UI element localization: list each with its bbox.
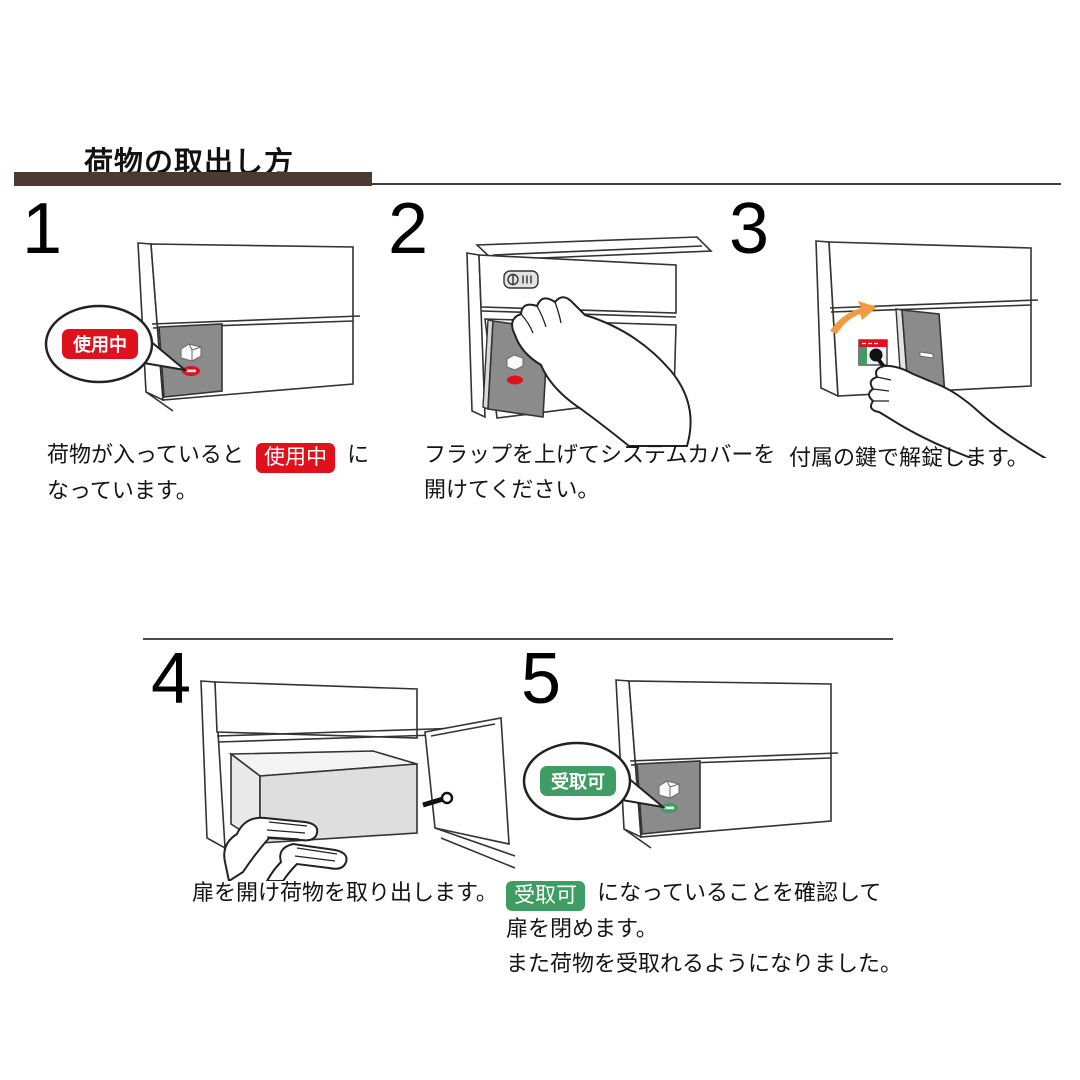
step-5-number: 5 (521, 639, 562, 719)
parcel-icon (658, 780, 680, 799)
receivable-badge-label: 受取可 (551, 771, 605, 792)
title-bar (14, 172, 372, 186)
step-1-caption-post: に (347, 442, 370, 467)
step-1-illustration: 使用中 (44, 242, 361, 412)
step-1-number: 1 (22, 189, 63, 269)
step-5-illustration: 受取可 (522, 679, 839, 849)
receivable-badge (540, 766, 616, 796)
step-4-illustration (200, 680, 515, 881)
speech-bubble: 使用中 (44, 304, 189, 384)
receivable-badge-inline: 受取可 (506, 881, 585, 911)
step-3-illustration (815, 240, 1047, 458)
step-3-caption-line1: 付属の鍵で解錠します。 (789, 445, 1029, 470)
step-4-number: 4 (151, 639, 192, 719)
step-5-caption-line3: また荷物を受取れるようになりました。 (506, 951, 903, 976)
step-4-caption: 扉を開け荷物を取り出します。 (192, 875, 532, 910)
hands (223, 816, 348, 881)
unlock-arrow-icon (830, 301, 877, 334)
open-door (424, 717, 515, 869)
in-use-indicator-icon (507, 375, 523, 385)
step-1-caption: 荷物が入っていると 使用中 に なっています。 (47, 437, 397, 508)
key-and-hand (868, 354, 1047, 458)
lock-plate (858, 339, 888, 366)
step-5-caption-post: になっていることを確認して (597, 880, 882, 905)
step-3-number: 3 (729, 189, 770, 269)
step-5-caption-line2: 扉を閉めます。 (506, 916, 658, 941)
in-use-badge-inline: 使用中 (256, 443, 336, 473)
step-5-caption: 受取可 になっていることを確認して 扉を閉めます。 また荷物を受取れるようになり… (506, 875, 926, 981)
step-2-number: 2 (388, 189, 429, 269)
delivery-box (137, 242, 361, 412)
delivery-box (615, 679, 839, 849)
step-2-caption: フラップを上げてシステムカバーを 開けてください。 (424, 437, 794, 507)
receivable-indicator-icon (660, 803, 678, 813)
step-2-caption-line2: 開けてください。 (424, 477, 600, 502)
in-use-badge (62, 329, 138, 359)
step-2-illustration (466, 236, 713, 447)
in-use-badge-label: 使用中 (72, 334, 127, 355)
step-1-caption-line2: なっています。 (47, 478, 198, 503)
hand (511, 296, 692, 447)
in-use-indicator-icon (182, 366, 200, 376)
door-handle (919, 351, 934, 359)
speech-bubble: 受取可 (522, 741, 667, 821)
section-divider (143, 638, 893, 640)
parcel-icon (506, 354, 524, 371)
step-3-caption: 付属の鍵で解錠します。 (789, 440, 1079, 475)
step-4-caption-line1: 扉を開け荷物を取り出します。 (192, 880, 498, 905)
step-1-caption-pre: 荷物が入っていると (47, 442, 244, 467)
key-icon (422, 791, 454, 808)
step-2-caption-line1: フラップを上げてシステムカバーを (424, 442, 776, 467)
combination-lock-icon (503, 270, 539, 289)
parcel-icon (180, 343, 202, 362)
title-underline (14, 183, 1061, 185)
